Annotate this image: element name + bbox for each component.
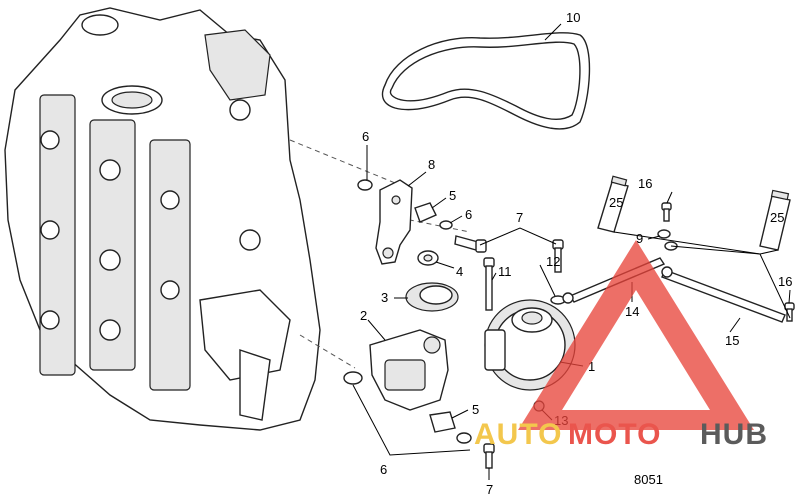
grease-tube-left: 25 xyxy=(597,175,629,233)
spacer-upper xyxy=(414,202,453,230)
callout-14: 14 xyxy=(625,304,639,319)
callout-9: 9 xyxy=(636,231,643,246)
leader-lines xyxy=(352,23,791,480)
bearing xyxy=(405,282,459,312)
mounting-bracket xyxy=(357,179,413,265)
watermark-word-auto: AUTO xyxy=(474,418,562,451)
bolt-16-lower xyxy=(784,302,795,322)
spacer-lower xyxy=(429,411,472,444)
long-bolt xyxy=(483,257,495,311)
washer-lower xyxy=(343,371,363,385)
callout-15: 15 xyxy=(725,333,739,348)
figure-number: 8051 xyxy=(634,472,663,487)
callout-3: 3 xyxy=(381,290,388,305)
watermark-logo: AUTO MOTO HUB xyxy=(474,240,768,451)
align-line-bracket xyxy=(399,217,471,233)
callout-2: 2 xyxy=(360,308,367,323)
callout-6-bottom: 6 xyxy=(380,462,387,477)
drive-belt xyxy=(381,32,591,130)
callout-7-upper: 7 xyxy=(516,210,523,225)
callout-1: 1 xyxy=(588,359,595,374)
callout-16-lower: 16 xyxy=(778,274,792,289)
callout-12: 12 xyxy=(546,254,560,269)
bolt-right xyxy=(552,239,564,273)
callout-16-upper: 16 xyxy=(638,176,652,191)
callout-6-top: 6 xyxy=(362,129,369,144)
align-line-upper xyxy=(289,139,401,186)
callout-5-upper: 5 xyxy=(449,188,456,203)
callout-7-lower: 7 xyxy=(486,482,493,496)
callout-11: 11 xyxy=(498,264,512,279)
watermark-word-hub: HUB xyxy=(700,418,768,451)
belt-tensioner xyxy=(369,329,449,411)
nut xyxy=(417,250,439,266)
grease-tube-right: 25 xyxy=(759,189,791,251)
callout-8: 8 xyxy=(428,157,435,172)
engine-block xyxy=(4,7,321,431)
callout-10: 10 xyxy=(566,10,580,25)
callout-4: 4 xyxy=(456,264,463,279)
callout-6-mid: 6 xyxy=(465,207,472,222)
callout-5-lower: 5 xyxy=(472,402,479,417)
align-line-lower xyxy=(299,334,356,369)
bolt-16-upper xyxy=(661,202,672,222)
tension-link-15 xyxy=(661,266,786,323)
watermark-word-moto: MOTO xyxy=(568,418,661,451)
washer-9 xyxy=(657,229,671,239)
tube-label-left: 25 xyxy=(609,195,623,210)
tube-label-right: 25 xyxy=(770,210,784,225)
